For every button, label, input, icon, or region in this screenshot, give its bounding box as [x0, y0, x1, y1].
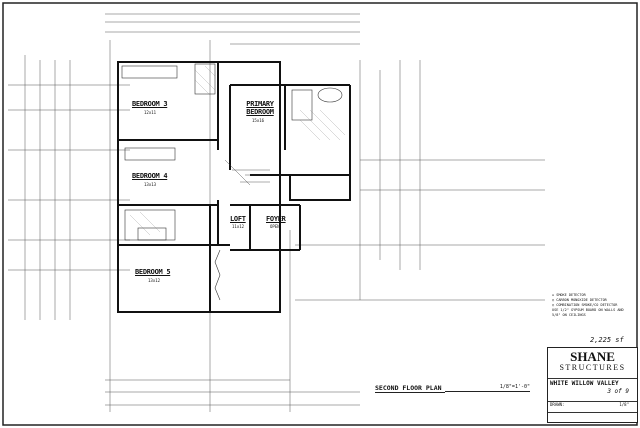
sheet-number: 3 of 9 [607, 388, 629, 395]
drawn-label: DRAWN: [550, 402, 565, 407]
legend-combo-detector: ◎ COMBINATION SMOKE/CO DETECTOR [552, 303, 618, 307]
logo-structures: STRUCTURES [559, 363, 626, 372]
room-bedroom-4: BEDROOM 4 [132, 172, 168, 180]
tile-hatch [129, 65, 346, 236]
legend-co-detector: ◎ CARBON MONOXIDE DETECTOR [552, 298, 607, 302]
room-bedroom-5-size: 13x12 [148, 278, 161, 283]
dimension-lines [8, 13, 545, 412]
legend-text: COMBINATION SMOKE/CO DETECTOR [556, 303, 618, 307]
logo-shane: SHANE [570, 349, 615, 364]
room-bedroom-5: BEDROOM 5 [135, 268, 171, 276]
plan-title: SECOND FLOOR PLAN [375, 384, 445, 393]
legend-text: SMOKE DETECTOR [556, 293, 586, 297]
footer-row [548, 412, 637, 422]
project-name: WHITE WILLOW VALLEY [550, 380, 619, 387]
room-bedroom-3-size: 12x11 [144, 110, 157, 115]
company-logo: SHANE STRUCTURES [548, 350, 637, 372]
legend-text: CARBON MONOXIDE DETECTOR [556, 298, 607, 302]
legend: ◻ SMOKE DETECTOR ◎ CARBON MONOXIDE DETEC… [552, 293, 632, 318]
project-row: WHITE WILLOW VALLEY 3 of 9 [548, 378, 637, 395]
walls [117, 61, 351, 313]
scale-label: 1/8" [619, 402, 629, 407]
room-foyer: FOYER [266, 215, 286, 223]
room-primary-bedroom: PRIMARY BEDROOM [246, 100, 274, 116]
legend-smoke-detector: ◻ SMOKE DETECTOR [552, 293, 586, 297]
room-loft-size: 11x12 [232, 224, 245, 229]
room-primary-bedroom-size: 15x16 [252, 118, 265, 123]
room-bedroom-3: BEDROOM 3 [132, 100, 168, 108]
title-block: SHANE STRUCTURES WHITE WILLOW VALLEY 3 o… [547, 347, 638, 423]
plan-scale: 1/8"=1'-0" [445, 384, 530, 392]
fixtures [121, 63, 343, 301]
room-bedroom-4-size: 13x13 [144, 182, 157, 187]
room-foyer-size: OPEN [270, 224, 280, 229]
area-label: 2,225 sf [590, 336, 624, 344]
room-loft: LOFT [230, 215, 246, 223]
drawn-row: DRAWN: 1/8" [548, 401, 637, 412]
legend-note: USE 1/2" GYPSUM BOARD ON WALLS AND 5/8" … [552, 308, 624, 317]
